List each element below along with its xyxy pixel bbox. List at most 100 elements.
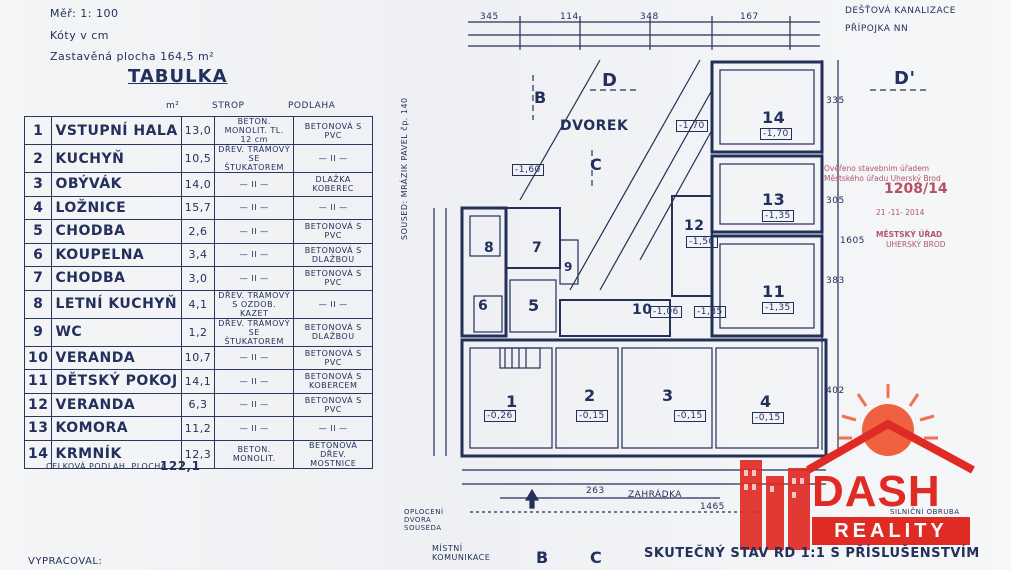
cell-area: 11,2 xyxy=(180,416,216,441)
road-label: MÍSTNÍ KOMUNIKACE xyxy=(432,544,491,562)
section-b-bottom-label: B xyxy=(536,548,549,567)
dim-bottom-1: 1465 xyxy=(700,502,725,512)
room-10-label: 10 xyxy=(632,302,653,318)
cell-podlaha: BETONOVÁ S DLAŽBOU xyxy=(293,317,374,347)
level-tag: -1,60 xyxy=(512,164,544,176)
cell-strop: — II — xyxy=(214,392,295,417)
room-7-label: 7 xyxy=(532,240,543,256)
level-tag: -1,35 xyxy=(762,210,794,222)
cell-name: VERANDA xyxy=(51,392,182,417)
cell-strop: DŘEV. TRÁMOVÝ SE ŠTUKATOREM xyxy=(214,144,295,173)
logo-brand-text: DASH xyxy=(812,467,941,516)
cell-area: 12,3 xyxy=(180,439,216,469)
cell-n: 14 xyxy=(23,439,53,469)
buildings-icon xyxy=(740,460,810,550)
level-tag: -1,70 xyxy=(760,128,792,140)
cell-strop: BETON. MONOLIT. TL. 12 cm xyxy=(214,116,295,145)
stamp-city: UHERSKÝ BROD xyxy=(886,240,946,249)
roof-icon xyxy=(806,419,975,474)
cell-n: 5 xyxy=(23,219,53,244)
section-d2-label: D' xyxy=(894,68,916,89)
drawing-title: SKUTEČNÝ STAV RD 1:1 S PŘÍSLUŠENSTVÍM xyxy=(644,546,980,561)
neighbor-label: SOUSED: MRÁZIK PAVEL čp. 140 xyxy=(400,97,409,240)
dimension-unit-text: Kóty v cm xyxy=(50,29,109,42)
cell-n: 6 xyxy=(23,242,53,267)
office-stamp: Ověřeno stavebním úřadem Městského úřadu… xyxy=(824,164,994,249)
cell-n: 2 xyxy=(23,144,53,173)
curb-label: SILNIČNÍ OBRUBA xyxy=(890,508,960,516)
section-d-label: D xyxy=(602,70,618,91)
cell-podlaha: — II — xyxy=(293,289,374,319)
cell-podlaha: — II — xyxy=(293,144,374,173)
cell-n: 9 xyxy=(23,317,53,347)
cell-strop: — II — xyxy=(214,242,295,267)
stamp-line2: Městského úřadu Uherský Brod xyxy=(824,174,941,183)
room-8-label: 8 xyxy=(484,240,495,256)
dim-top-1: 345 xyxy=(480,12,499,22)
room-14-label: 14 xyxy=(762,108,786,127)
cell-area: 3,0 xyxy=(180,266,216,291)
sun-icon xyxy=(838,384,938,456)
col-podlaha-header: PODLAHA xyxy=(288,101,336,111)
cell-name: KOMORA xyxy=(51,416,182,441)
dvorek-label: DVOREK xyxy=(560,118,629,134)
cell-podlaha: BETONOVÁ S PVC xyxy=(293,219,374,244)
level-tag: -1,35 xyxy=(694,306,726,318)
level-tag: -1,50 xyxy=(686,236,718,248)
level-tag: -0,15 xyxy=(674,410,706,422)
cell-podlaha: BETONOVÁ DŘEV. MOSTNICE xyxy=(293,439,374,469)
section-b-label: B xyxy=(534,88,547,107)
cell-podlaha: BETONOVÁ S PVC xyxy=(293,392,374,417)
cell-area: 2,6 xyxy=(180,219,216,244)
stamp-number: 1208/14 xyxy=(884,181,948,197)
level-tag: -0,26 xyxy=(484,410,516,422)
cell-podlaha: BETONOVÁ S PVC xyxy=(293,345,374,370)
cell-n: 12 xyxy=(23,392,53,417)
cell-name: KRMNÍK xyxy=(51,439,182,469)
col-area-header: m² xyxy=(166,101,180,111)
room-13-label: 13 xyxy=(762,190,786,209)
cell-name: CHODBA xyxy=(51,219,182,244)
sewer-label: DEŠŤOVÁ KANALIZACE xyxy=(845,6,956,16)
stamp-line1: Ověřeno stavebním úřadem xyxy=(824,164,930,173)
col-strop-header: STROP xyxy=(212,101,245,111)
room-11-label: 11 xyxy=(762,282,786,301)
cell-area: 3,4 xyxy=(180,242,216,267)
cell-strop: — II — xyxy=(214,369,295,394)
room-1-label: 1 xyxy=(506,392,518,411)
cell-n: 1 xyxy=(23,116,53,145)
cell-area: 10,7 xyxy=(180,345,216,370)
cell-name: OBÝVÁK xyxy=(51,172,182,197)
dim-right-1: 335 xyxy=(826,96,845,106)
room-9-label: 9 xyxy=(564,260,573,274)
cell-name: VSTUPNÍ HALA xyxy=(51,116,182,145)
logo-sub-text: REALITY xyxy=(812,517,970,545)
fence-label: OPLOCENÍ DVORA SOUSEDA xyxy=(404,508,444,532)
cell-area: 14,0 xyxy=(180,172,216,197)
dim-right-5: 402 xyxy=(826,386,845,396)
level-tag: -0,15 xyxy=(752,412,784,424)
cell-n: 13 xyxy=(23,416,53,441)
cell-area: 10,5 xyxy=(180,144,216,173)
table-title: TABULKA xyxy=(128,66,228,87)
cell-area: 1,2 xyxy=(180,317,216,347)
electric-label: PŘÍPOJKA NN xyxy=(845,24,909,34)
cell-strop: DŘEV. TRÁMOVÝ SE ŠTUKATOREM xyxy=(214,317,295,347)
cell-area: 14,1 xyxy=(180,369,216,394)
room-4-label: 4 xyxy=(760,392,772,411)
dim-right-3: 1605 xyxy=(840,236,865,246)
stamp-date: 21 -11- 2014 xyxy=(876,208,925,217)
